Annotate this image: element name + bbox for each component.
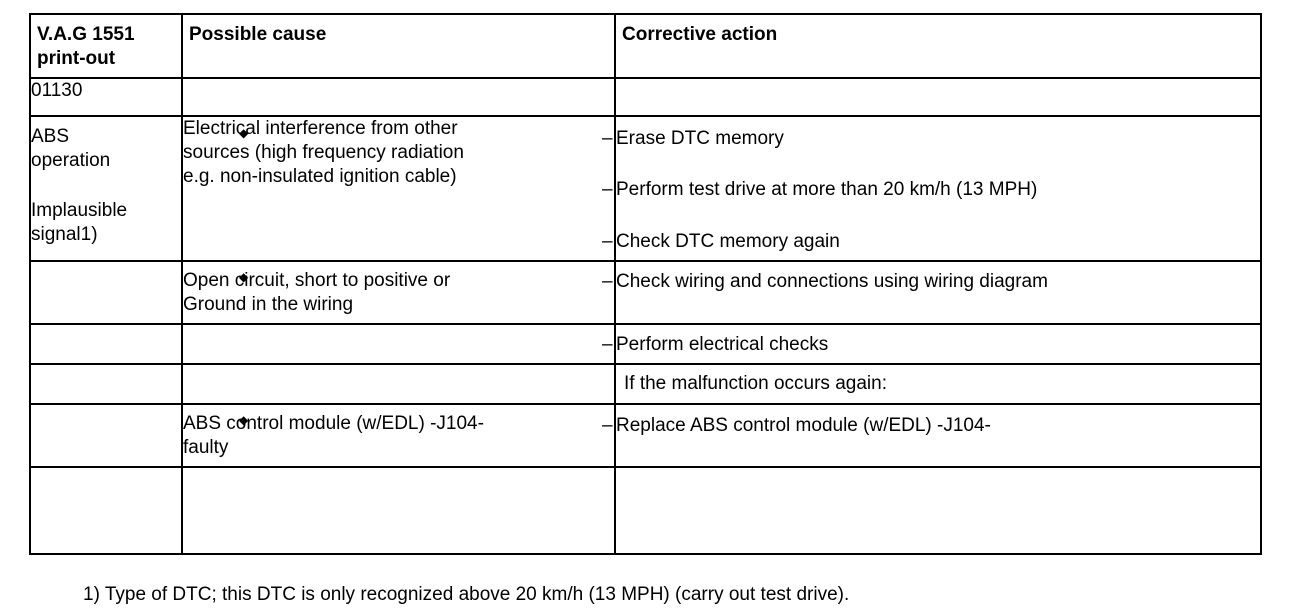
row2-cause: ◆ Open circuit, short to positive or Gro… [181,260,616,325]
row1-cause: ◆ Electrical interference from other sou… [181,115,616,262]
row5-cause: ◆ ABS control module (w/EDL) -J104- faul… [181,403,616,468]
code-row: 01130 [29,77,1262,117]
row1-action-item: – Check DTC memory again [602,230,1260,254]
row2-action: – Check wiring and connections using wir… [602,260,1262,325]
row6-cause-empty [181,466,616,555]
bullet-icon: ◆ [239,126,249,140]
code-row-cause-empty [181,77,616,117]
row3-printout-empty [29,323,183,365]
row2-printout-empty [29,260,183,325]
row1-printout: ABS operation Implausible signal1) [29,115,183,262]
row1-action-text-2: Perform test drive at more than 20 km/h … [616,179,1038,200]
bullet-icon: ◆ [239,270,249,284]
footnote: 1) Type of DTC; this DTC is only recogni… [83,584,850,605]
dtc-code: 01130 [29,77,183,117]
row1-actions: – Erase DTC memory – Perform test drive … [602,115,1262,262]
dash-icon: – [602,271,613,292]
row3-cause-empty [181,323,616,365]
bullet-icon: ◆ [239,413,249,427]
header-printout-line1: V.A.G 1551 [37,24,135,45]
row6-action-empty [614,466,1262,555]
header-cause: Possible cause [181,13,616,79]
row1-cause-line1: Electrical interference from other [183,118,458,139]
row3-action-item: – Perform electrical checks [602,333,1260,357]
row2-cause-line1: Open circuit, short to positive or [183,270,451,291]
dash-icon: – [602,334,613,355]
row5-action-text: Replace ABS control module (w/EDL) -J104… [616,415,991,436]
table-row [29,466,1262,555]
row1-action-text-3: Check DTC memory again [616,231,840,252]
row4-cause-empty [181,363,616,405]
header-printout-line2: print-out [37,48,116,69]
header-row: V.A.G 1551 print-out Possible cause Corr… [29,13,1262,79]
table-row: – Perform electrical checks [29,323,1262,365]
dash-icon: – [602,128,613,149]
row1-printout-line1: ABS [31,126,70,147]
row1-printout-spacer [31,173,181,199]
row3-action: – Perform electrical checks [602,323,1262,365]
table-row: ◆ Open circuit, short to positive or Gro… [29,260,1262,325]
header-action: Corrective action [614,13,1262,79]
dash-icon: – [602,415,613,436]
row5-action: – Replace ABS control module (w/EDL) -J1… [602,403,1262,468]
table-row: ◆ ABS control module (w/EDL) -J104- faul… [29,403,1262,468]
dash-icon: – [602,231,613,252]
dtc-table: V.A.G 1551 print-out Possible cause Corr… [29,13,1262,555]
row1-cause-line2: sources (high frequency radiation [183,142,464,163]
row5-cause-line2: faulty [183,437,229,458]
row1-printout-line2: operation [31,150,111,171]
row2-cause-line2: Ground in the wiring [183,294,354,315]
row5-printout-empty [29,403,183,468]
row6-printout-empty [29,466,183,555]
row4-note: If the malfunction occurs again: [614,363,1262,405]
table-row: ABS operation Implausible signal1) ◆ Ele… [29,115,1262,262]
row2-action-text: Check wiring and connections using wirin… [616,271,1048,292]
row1-printout-line4: Implausible [31,200,128,221]
row4-printout-empty [29,363,183,405]
code-row-action-empty [614,77,1262,117]
header-printout: V.A.G 1551 print-out [29,13,183,79]
row5-cause-line1: ABS control module (w/EDL) -J104- [183,413,484,434]
table-row: If the malfunction occurs again: [29,363,1262,405]
row1-action-text-1: Erase DTC memory [616,128,784,149]
dash-icon: – [602,179,613,200]
row3-action-text: Perform electrical checks [616,334,829,355]
row1-cause-line3: e.g. non-insulated ignition cable) [183,166,457,187]
row1-action-item: – Perform test drive at more than 20 km/… [602,178,1260,202]
row1-printout-line5: signal1) [31,224,98,245]
row2-action-item: – Check wiring and connections using wir… [602,270,1260,294]
row5-action-item: – Replace ABS control module (w/EDL) -J1… [602,414,1260,438]
row1-action-item: – Erase DTC memory [602,127,1260,151]
